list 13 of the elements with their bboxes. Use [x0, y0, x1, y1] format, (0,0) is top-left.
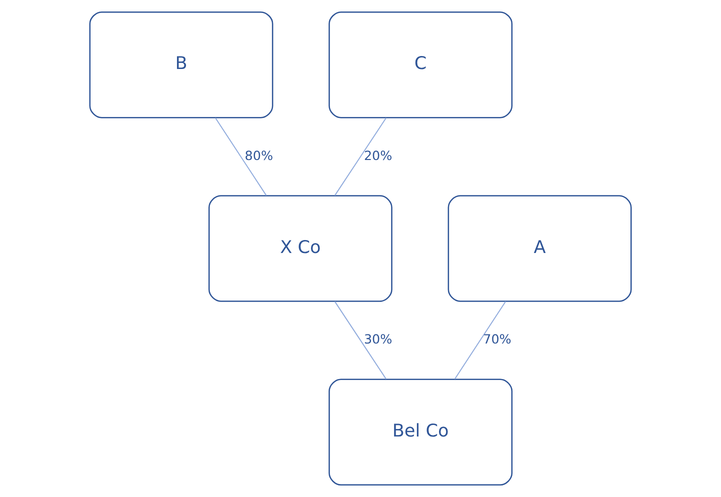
connector: [334, 117, 387, 196]
node-box: Bel Co: [328, 378, 513, 486]
node-box: A: [448, 195, 632, 302]
node-box: C: [328, 11, 513, 118]
node-box: X Co: [208, 195, 392, 302]
connector: [214, 117, 267, 196]
edge-label: 70%: [483, 332, 512, 347]
edge-label: 80%: [244, 148, 274, 163]
node-box: B: [89, 11, 274, 118]
edge-label: 20%: [364, 148, 392, 163]
edge-label: 30%: [364, 332, 392, 347]
connector: [334, 301, 387, 380]
connector: [454, 301, 506, 380]
